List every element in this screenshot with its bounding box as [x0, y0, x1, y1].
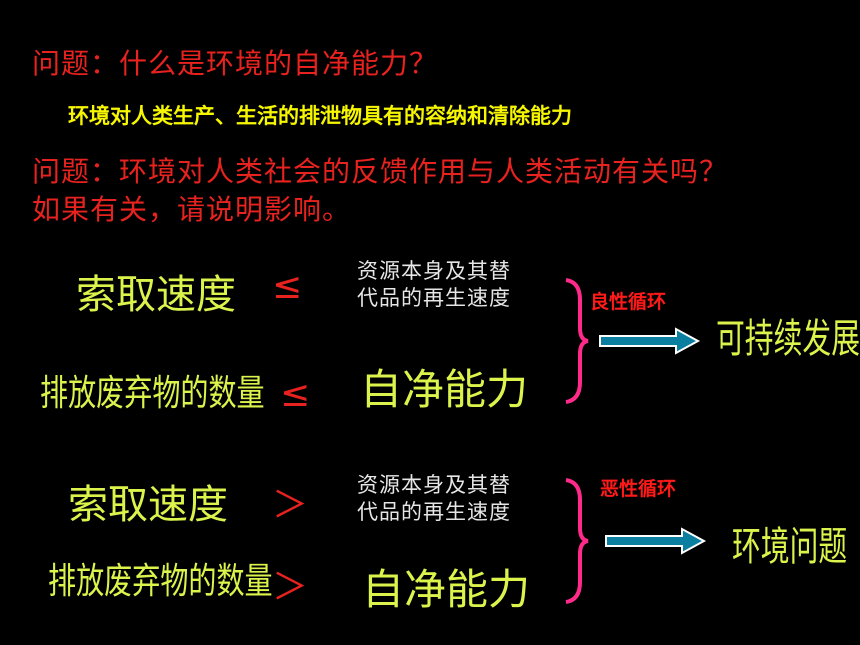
waste-amount-label-2: 排放废弃物的数量: [48, 561, 273, 602]
right-arrow-icon: [599, 327, 701, 355]
less-equal-sign-1: ≤: [272, 266, 303, 307]
right-brace-icon: [565, 478, 589, 604]
environmental-problem-label: 环境问题: [732, 524, 848, 570]
self-purification-label: 自净能力: [360, 365, 529, 414]
regeneration-rate-line-2: 代品的再生速度: [357, 500, 511, 524]
vicious-cycle-label: 恶性循环: [600, 478, 677, 500]
regeneration-rate-text-1: 资源本身及其替 代品的再生速度: [357, 258, 511, 312]
greater-sign-1: ＞: [272, 485, 309, 526]
greater-sign-2: ＞: [272, 567, 309, 608]
question-1: 问题：什么是环境的自净能力？: [32, 47, 439, 80]
extraction-rate-label-2: 索取速度: [68, 482, 228, 528]
virtuous-cycle-label: 良性循环: [590, 291, 667, 313]
right-arrow-icon: [605, 527, 707, 555]
question-2-line-1: 问题：环境对人类社会的反馈作用与人类活动有关吗？: [32, 155, 729, 188]
question-2-line-2: 如果有关，请说明影响。: [32, 193, 352, 226]
less-equal-sign-2: ≤: [280, 374, 311, 415]
answer-1: 环境对人类生产、生活的排泄物具有的容纳和清除能力: [68, 104, 572, 128]
right-brace-icon: [565, 278, 589, 404]
regeneration-rate-text-2: 资源本身及其替 代品的再生速度: [357, 472, 511, 526]
regeneration-rate-line-1: 资源本身及其替: [357, 259, 511, 283]
self-purification-label-2: 自净能力: [362, 565, 531, 614]
sustainable-development-label: 可持续发展: [716, 316, 860, 362]
waste-amount-label: 排放废弃物的数量: [40, 373, 265, 414]
regeneration-rate-line-1: 资源本身及其替: [357, 473, 511, 497]
regeneration-rate-line-2: 代品的再生速度: [357, 286, 511, 310]
extraction-rate-label: 索取速度: [76, 272, 236, 318]
